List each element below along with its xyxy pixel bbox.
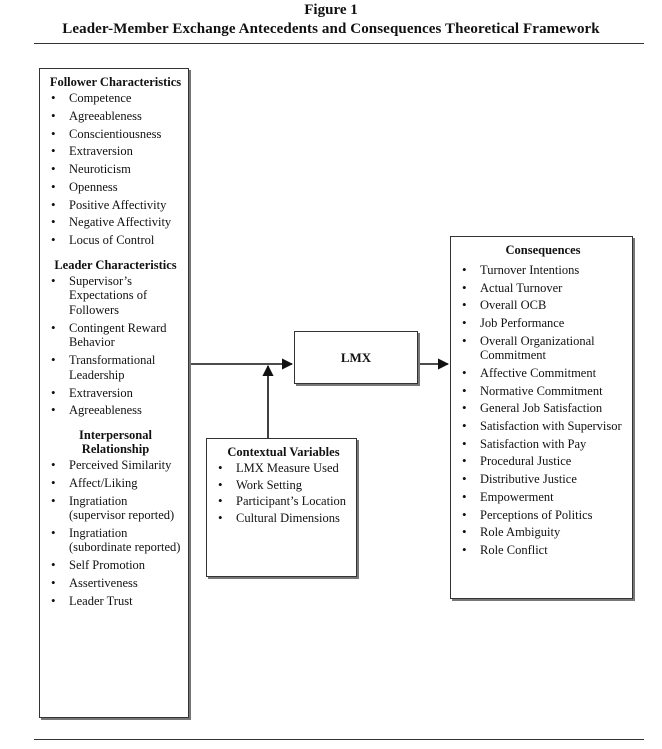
list-item: LMX Measure Used: [216, 461, 351, 476]
consequences-box: Consequences Turnover IntentionsActual T…: [450, 236, 633, 599]
contextual-box: Contextual Variables LMX Measure UsedWor…: [206, 438, 357, 577]
list-item: Competence: [49, 91, 182, 106]
list-item: Perceptions of Politics: [460, 508, 626, 523]
list-item: Openness: [49, 180, 182, 195]
figure-label: Figure 1: [304, 2, 358, 18]
consequences-heading: Consequences: [505, 243, 581, 257]
list-item: Affective Commitment: [460, 366, 626, 381]
list-item: Role Ambiguity: [460, 525, 626, 540]
list-item: Job Performance: [460, 316, 626, 331]
list-item: Work Setting: [216, 478, 351, 493]
list-item: Actual Turnover: [460, 281, 626, 296]
list-item: Role Conflict: [460, 543, 626, 558]
list-item: Negative Affectivity: [49, 215, 182, 230]
list-item: Distributive Justice: [460, 472, 626, 487]
list-item: Overall Organizational Commitment: [460, 334, 626, 363]
list-item: Locus of Control: [49, 233, 182, 248]
list-item: Positive Affectivity: [49, 198, 182, 213]
list-item: Procedural Justice: [460, 454, 626, 469]
list-item: Extraversion: [49, 144, 182, 159]
list-item: Extraversion: [49, 386, 182, 401]
follower-list: CompetenceAgreeablenessConscientiousness…: [49, 91, 182, 248]
list-item: Ingratiation (supervisor reported): [49, 494, 182, 523]
list-item: Satisfaction with Pay: [460, 437, 626, 452]
list-item: Affect/Liking: [49, 476, 182, 491]
antecedents-box: Follower Characteristics CompetenceAgree…: [39, 68, 189, 718]
list-item: Self Promotion: [49, 558, 182, 573]
top-rule: [34, 43, 644, 44]
list-item: General Job Satisfaction: [460, 401, 626, 416]
list-item: Participant’s Location: [216, 494, 351, 509]
bottom-rule: [34, 739, 644, 740]
interpersonal-heading: Interpersonal Relationship: [79, 427, 152, 456]
list-item: Empowerment: [460, 490, 626, 505]
list-item: Agreeableness: [49, 403, 182, 418]
list-item: Agreeableness: [49, 109, 182, 124]
follower-heading: Follower Characteristics: [49, 75, 182, 89]
list-item: Satisfaction with Supervisor: [460, 419, 626, 434]
list-item: Leader Trust: [49, 594, 182, 609]
list-item: Normative Commitment: [460, 384, 626, 399]
contextual-heading: Contextual Variables: [227, 445, 340, 459]
list-item: Perceived Similarity: [49, 458, 182, 473]
list-item: Transformational Leadership: [49, 353, 182, 382]
list-item: Cultural Dimensions: [216, 511, 351, 526]
list-item: Turnover Intentions: [460, 263, 626, 278]
leader-list: Supervisor’s Expectations of FollowersCo…: [49, 274, 182, 418]
leader-heading: Leader Characteristics: [54, 257, 177, 272]
list-item: Assertiveness: [49, 576, 182, 591]
list-item: Neuroticism: [49, 162, 182, 177]
list-item: Contingent Reward Behavior: [49, 321, 182, 350]
interpersonal-list: Perceived SimilarityAffect/LikingIngrati…: [49, 458, 182, 608]
contextual-list: LMX Measure UsedWork SettingParticipant’…: [216, 461, 351, 525]
consequences-list: Turnover IntentionsActual TurnoverOveral…: [460, 263, 626, 558]
list-item: Overall OCB: [460, 298, 626, 313]
list-item: Conscientiousness: [49, 127, 182, 142]
lmx-box: LMX: [294, 331, 418, 384]
lmx-label: LMX: [340, 349, 372, 365]
figure-title: Leader-Member Exchange Antecedents and C…: [62, 21, 600, 37]
list-item: Supervisor’s Expectations of Followers: [49, 274, 182, 318]
list-item: Ingratiation (subordinate reported): [49, 526, 182, 555]
